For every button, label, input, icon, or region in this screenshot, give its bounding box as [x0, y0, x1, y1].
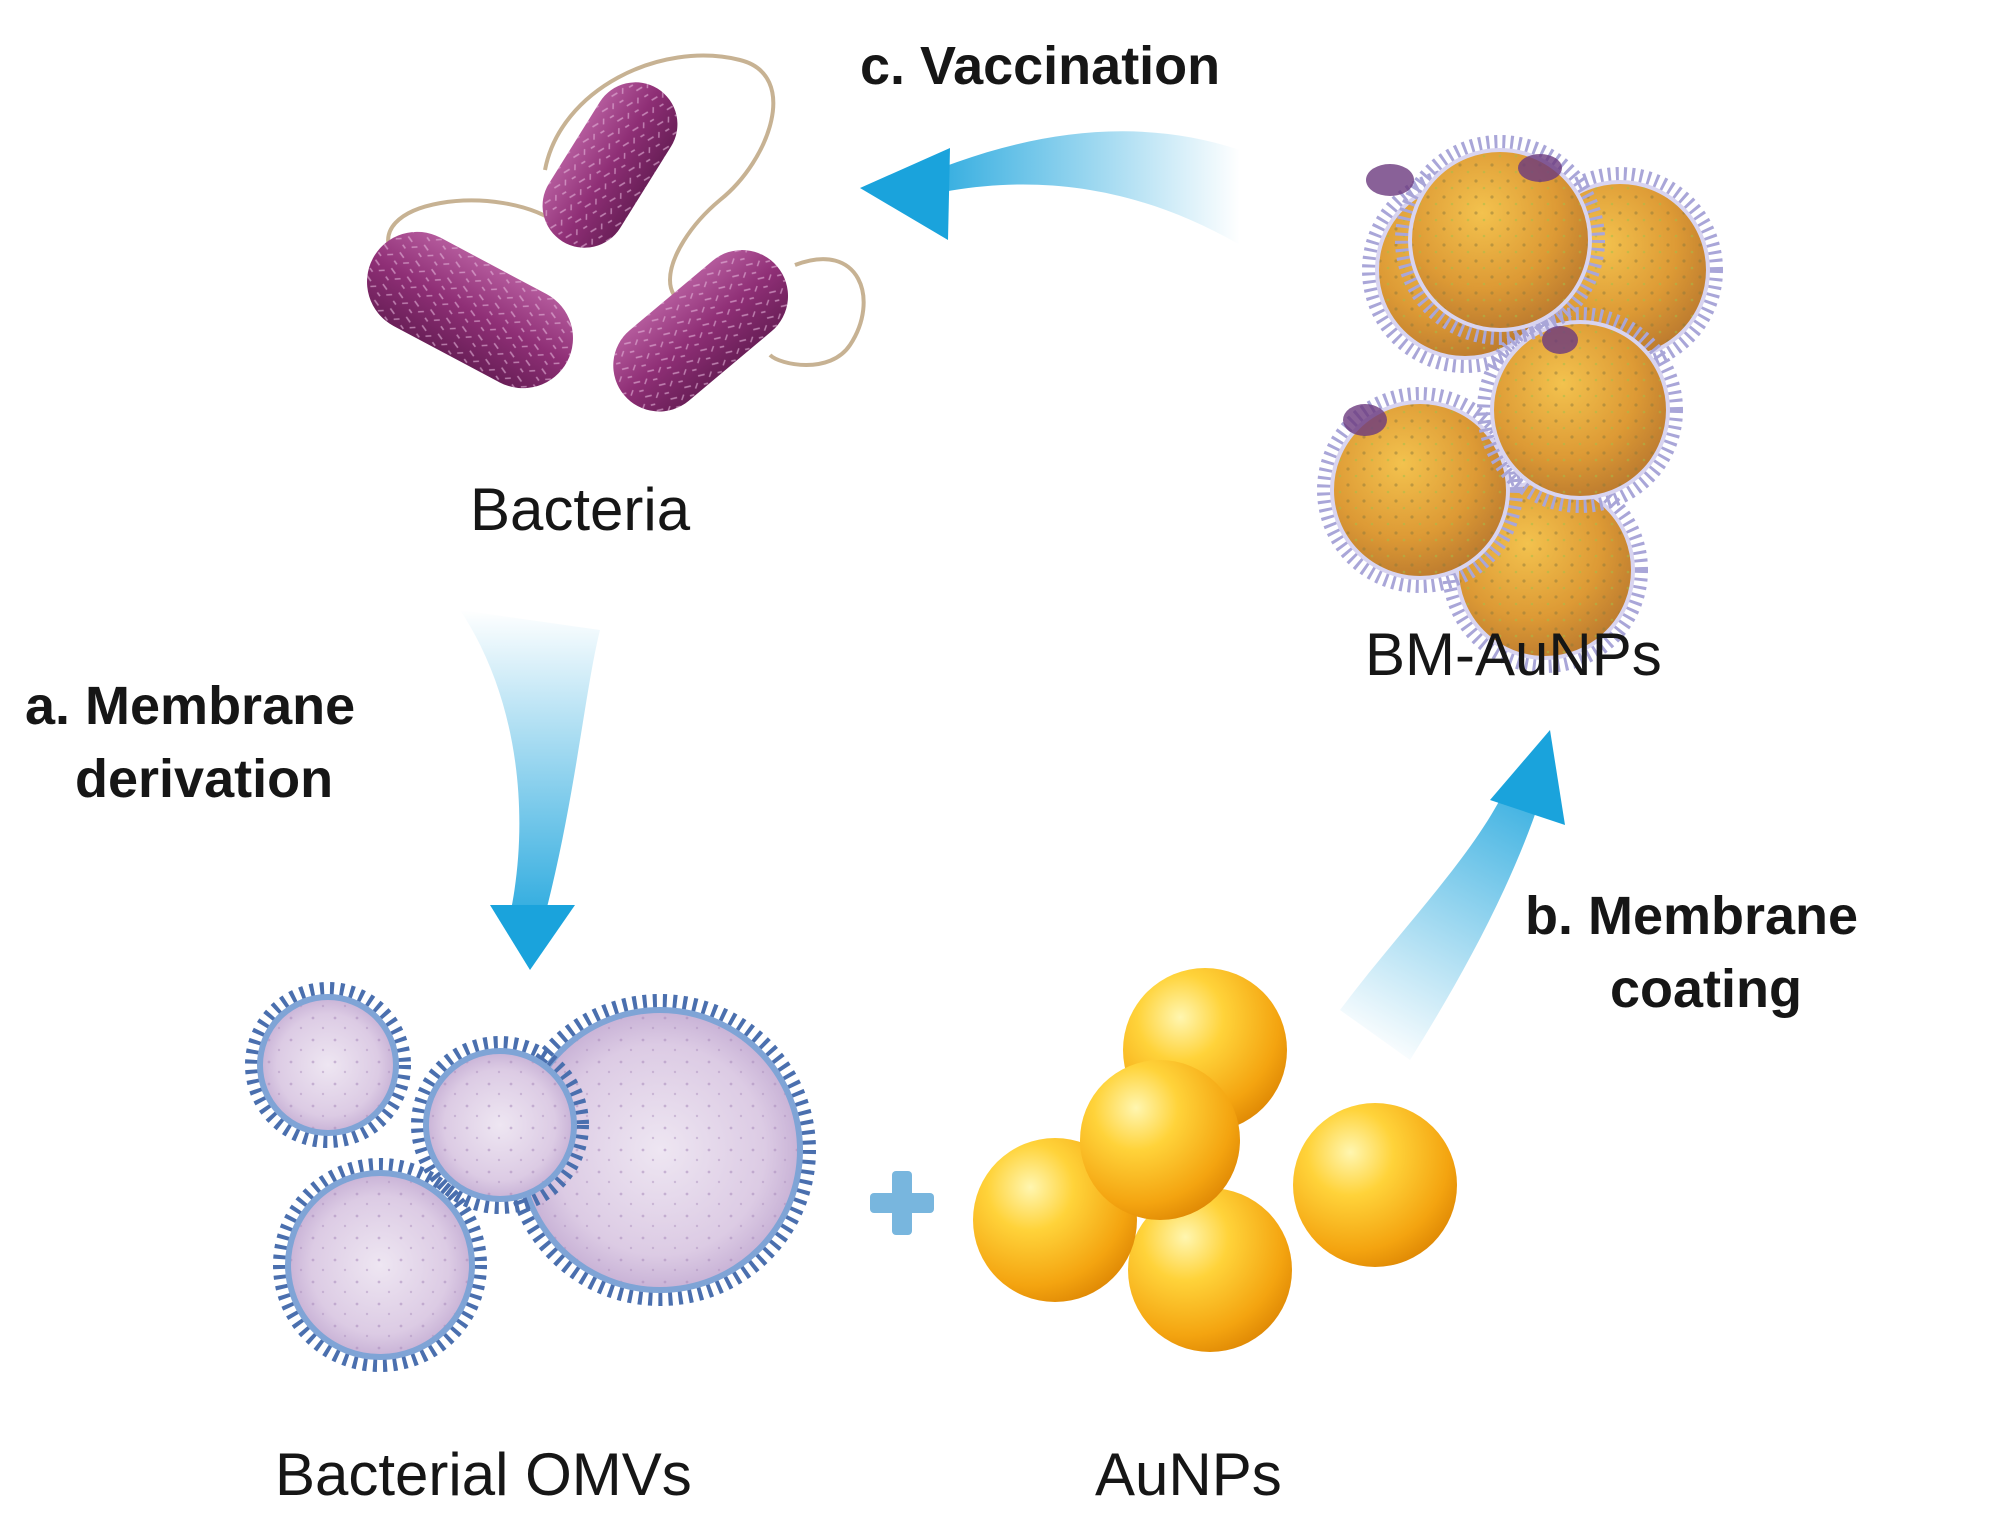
- arrow-membrane-derivation: [460, 610, 600, 970]
- bacteria-icon: [367, 53, 866, 412]
- arrow-vaccination: [860, 131, 1240, 245]
- step-b-line1: b. Membrane: [1525, 886, 1859, 946]
- label-aunps: AuNPs: [1095, 1441, 1282, 1508]
- step-c-label: c. Vaccination: [860, 30, 1220, 103]
- label-bm-aunps: BM-AuNPs: [1365, 621, 1662, 688]
- aunps-icon: [973, 968, 1457, 1352]
- step-a-line1: a. Membrane: [25, 676, 356, 736]
- step-b-line2: coating: [1610, 958, 1803, 1019]
- step-a-label: a. Membrane derivation: [25, 670, 355, 816]
- arrow-membrane-coating: [1340, 730, 1565, 1060]
- label-bacterial-omvs: Bacterial OMVs: [275, 1441, 692, 1508]
- step-b-label: b. Membrane coating: [1525, 880, 1858, 1026]
- bm-aunps-icon: [1317, 135, 1723, 673]
- label-bacteria: Bacteria: [470, 476, 691, 543]
- omvs-icon: [245, 982, 816, 1372]
- step-c-line1: c. Vaccination: [860, 36, 1221, 96]
- step-a-line2: derivation: [75, 748, 334, 809]
- plus-icon: [870, 1171, 934, 1235]
